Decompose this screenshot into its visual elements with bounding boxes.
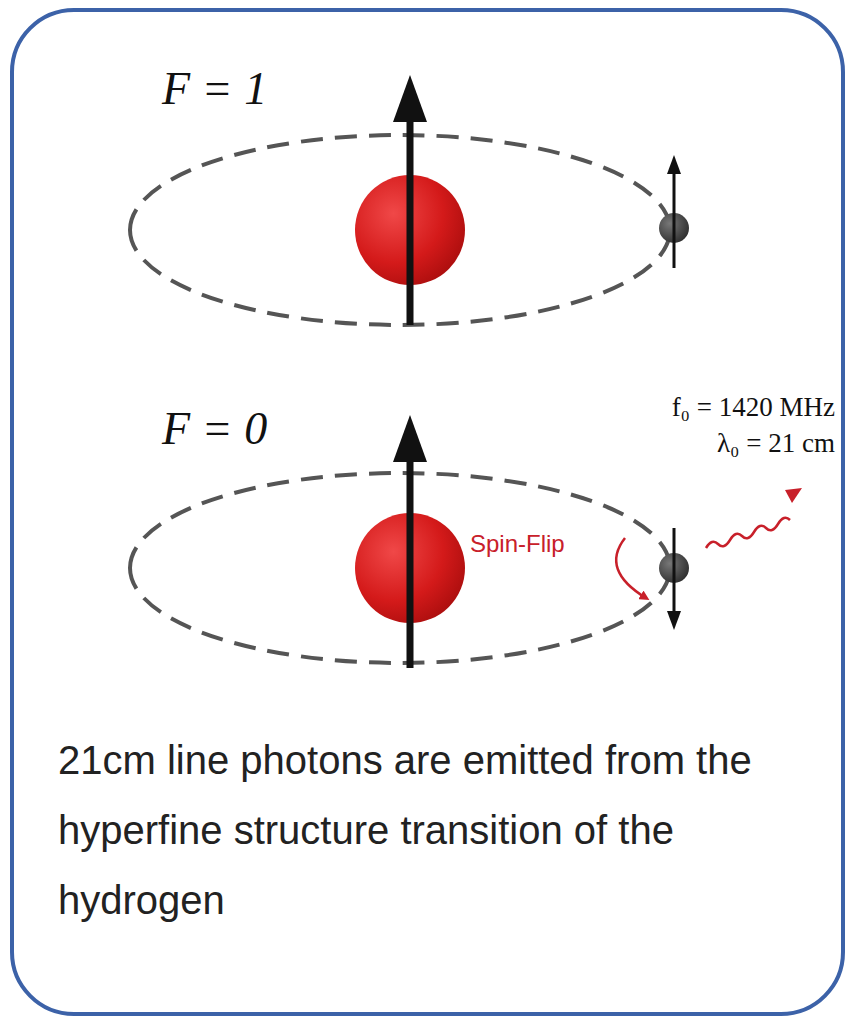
state-label: F = 0	[162, 402, 267, 455]
wavelength-label: λ₀ = 21 cm	[717, 428, 835, 459]
spin-flip-label: Spin-Flip	[470, 530, 565, 558]
caption-text: 21cm line photons are emitted from the h…	[58, 725, 808, 935]
frame-border	[12, 10, 843, 1014]
state-label: F = 1	[162, 62, 267, 115]
frequency-label: f₀ = 1420 MHz	[672, 392, 835, 423]
